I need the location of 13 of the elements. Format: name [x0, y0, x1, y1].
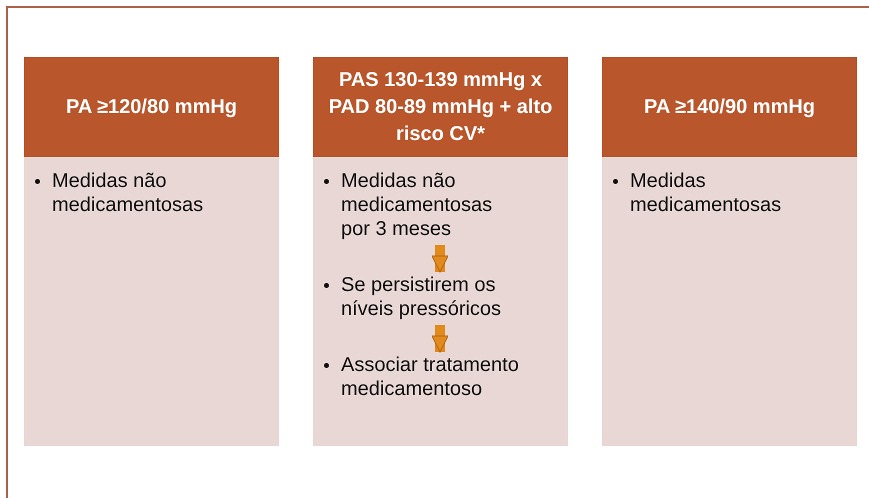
header-box: PAS 130-139 mmHg x PAD 80-89 mmHg + alto risco CV* — [313, 57, 568, 157]
header-box: PA ≥120/80 mmHg — [24, 57, 279, 157]
content-panel — [602, 157, 857, 446]
bullet-text: Medidas medicamentosas — [630, 170, 782, 216]
content-panel — [313, 157, 568, 446]
content-panel — [24, 157, 279, 446]
bullet-text: Associar tratamento medicamentoso — [341, 354, 519, 400]
bullet-text: Se persistirem os níveis pressóricos — [341, 274, 502, 320]
block-arrow — [432, 325, 448, 352]
block-arrow — [432, 245, 448, 272]
bullet-text: Medidas não medicamentosas por 3 meses — [341, 170, 492, 240]
header-box: PA ≥140/90 mmHg — [602, 57, 857, 157]
bullet-text: Medidas não medicamentosas — [52, 170, 204, 216]
